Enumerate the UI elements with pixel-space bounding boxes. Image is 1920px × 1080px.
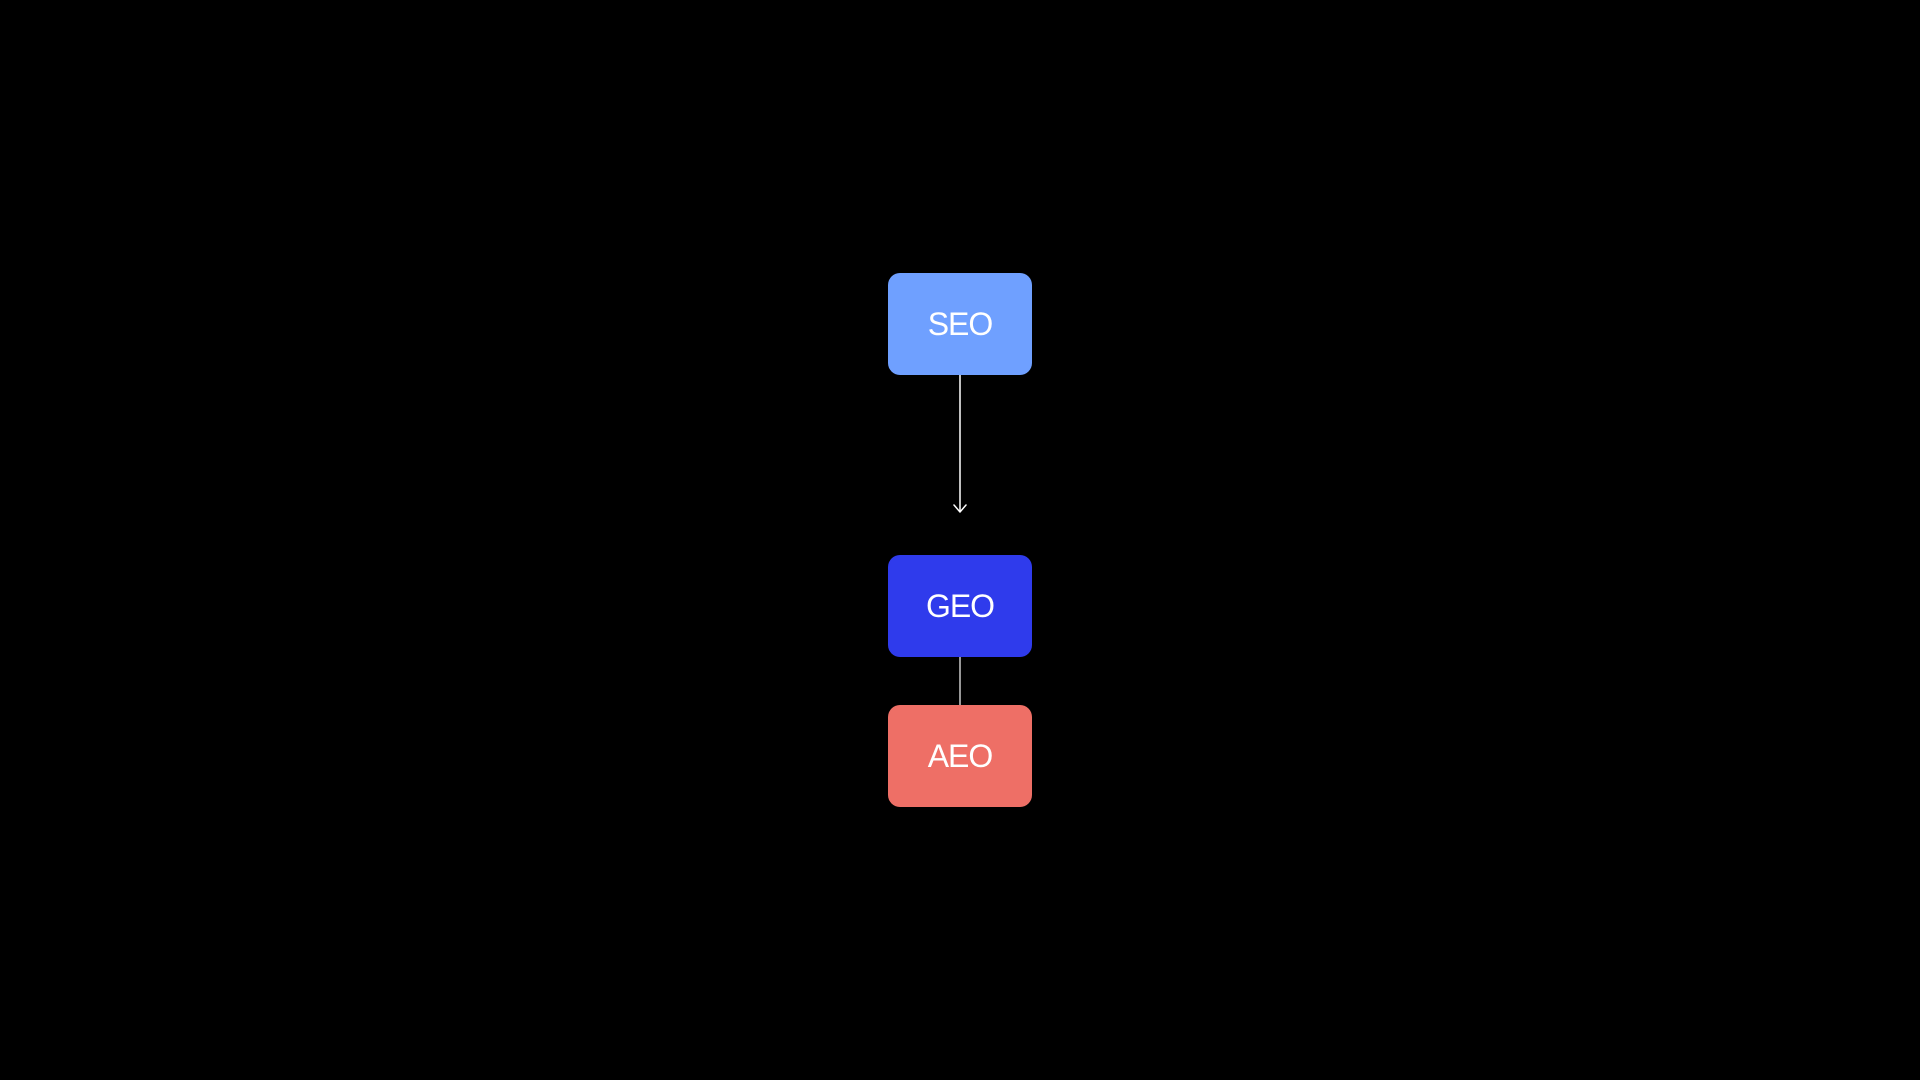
seo-node-label: SEO <box>927 305 994 342</box>
geo-node: GEO <box>888 555 1032 657</box>
geo-node-label: GEO <box>925 587 995 624</box>
seo-node: SEO <box>888 273 1032 375</box>
edge-seo-geo-arrowhead <box>953 504 967 513</box>
aeo-node-label: AEO <box>927 737 994 774</box>
aeo-node: AEO <box>888 705 1032 807</box>
